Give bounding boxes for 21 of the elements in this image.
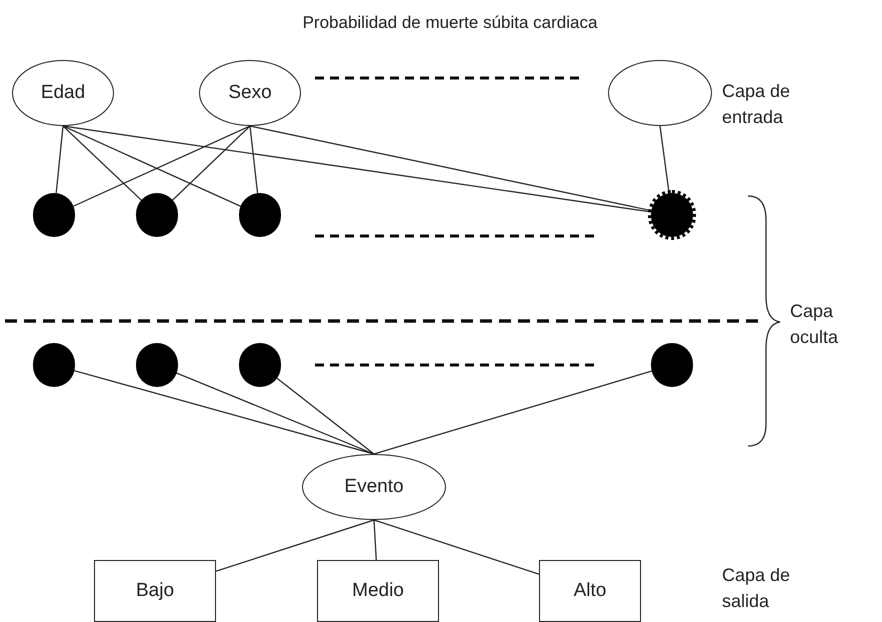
diagram-title: Probabilidad de muerte súbita cardiaca bbox=[302, 12, 598, 34]
layer-label: Capa de entrada bbox=[722, 80, 792, 129]
output-box: Alto bbox=[539, 560, 641, 622]
connector-line bbox=[62, 126, 142, 201]
connector-line bbox=[74, 370, 374, 455]
layer-label: Capa de salida bbox=[722, 564, 792, 613]
node-ellipse: Evento bbox=[302, 454, 446, 520]
connector-line bbox=[276, 378, 374, 454]
connector-line bbox=[172, 126, 250, 201]
layer-label: Capa oculta bbox=[790, 300, 840, 349]
connector-line bbox=[374, 370, 652, 455]
node-ellipse: Sexo bbox=[199, 60, 301, 126]
output-box: Medio bbox=[317, 560, 439, 622]
connector-line bbox=[56, 126, 64, 194]
node-ellipse: Edad bbox=[12, 60, 114, 126]
connector-line bbox=[249, 126, 258, 194]
output-box: Bajo bbox=[94, 560, 216, 622]
connector-line bbox=[216, 519, 374, 572]
connector-line bbox=[374, 519, 540, 575]
connector-line bbox=[176, 372, 374, 455]
connector-line bbox=[373, 520, 377, 560]
